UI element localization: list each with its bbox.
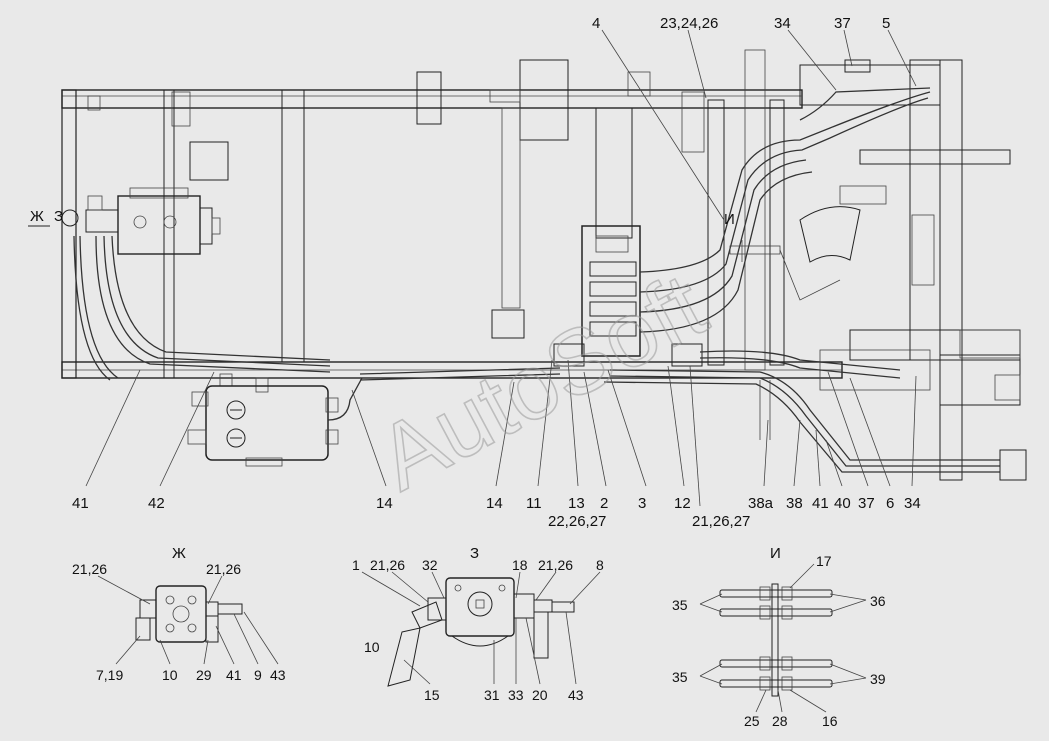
detail-zh-callout-43: 43 xyxy=(270,667,286,683)
callout-37-bottom: 37 xyxy=(858,495,875,512)
detail-zh-title: Ж xyxy=(172,545,186,562)
callout-42: 42 xyxy=(148,495,165,512)
callout-21-26-27: 21,26,27 xyxy=(692,513,750,530)
watermark: AutoSoft xyxy=(362,254,721,510)
frame xyxy=(61,49,1021,481)
detail-z-callout-32: 32 xyxy=(422,557,438,573)
detail-z-callout-15: 15 xyxy=(424,687,440,703)
callout-41-right: 41 xyxy=(812,495,829,512)
detail-i-title: И xyxy=(770,545,781,562)
callout-14-b: 14 xyxy=(486,495,503,512)
callout-41-left: 41 xyxy=(72,495,89,512)
detail-zh-callout-29: 29 xyxy=(196,667,212,683)
section-mark-i: И xyxy=(724,211,735,228)
detail-i-callout-35-top: 35 xyxy=(672,597,688,613)
callout-14-a: 14 xyxy=(376,495,393,512)
callout-5: 5 xyxy=(882,15,890,32)
main-view: 4 23,24,26 34 37 5 Ж З И 41 42 14 14 11 … xyxy=(28,15,1027,530)
distributor-block xyxy=(553,225,703,367)
detail-zh-callout-41: 41 xyxy=(226,667,242,683)
callout-3: 3 xyxy=(638,495,646,512)
callout-2: 2 xyxy=(600,495,608,512)
callout-34-top: 34 xyxy=(774,15,791,32)
detail-z-callout-21-26-right: 21,26 xyxy=(538,557,573,573)
detail-z-callout-33: 33 xyxy=(508,687,524,703)
detail-z-callout-31: 31 xyxy=(484,687,500,703)
callout-11: 11 xyxy=(526,495,542,512)
detail-i-callout-16: 16 xyxy=(822,713,838,729)
detail-z-callout-20: 20 xyxy=(532,687,548,703)
detail-zh-callout-21-26-right: 21,26 xyxy=(206,561,241,577)
detail-z-callout-43: 43 xyxy=(568,687,584,703)
detail-i-callout-36: 36 xyxy=(870,593,886,609)
detail-i-callout-25: 25 xyxy=(744,713,760,729)
detail-i-callout-39: 39 xyxy=(870,671,886,687)
detail-i-callout-17: 17 xyxy=(816,553,832,569)
detail-z: З 1 21,26 32 18 21,26 8 10 15 31 33 xyxy=(352,545,604,703)
detail-i-callout-35-bottom: 35 xyxy=(672,669,688,685)
detail-zh-callout-10: 10 xyxy=(162,667,178,683)
callout-38: 38 xyxy=(786,495,803,512)
oil-tank xyxy=(187,377,363,467)
detail-zh-callout-9: 9 xyxy=(254,667,262,683)
detail-z-callout-8: 8 xyxy=(596,557,604,573)
detail-zh-callout-7-19: 7,19 xyxy=(96,667,123,683)
pump-assembly xyxy=(61,187,221,255)
detail-i: И 17 35 36 35 39 xyxy=(672,545,886,729)
callout-37-top: 37 xyxy=(834,15,851,32)
callout-38a: 38а xyxy=(748,495,774,512)
callout-23-24-26: 23,24,26 xyxy=(660,15,718,32)
detail-z-callout-10: 10 xyxy=(364,639,380,655)
detail-i-hoses xyxy=(719,586,833,691)
callout-40: 40 xyxy=(834,495,851,512)
detail-z-callout-1: 1 xyxy=(352,557,360,573)
detail-z-callout-21-26-left: 21,26 xyxy=(370,557,405,573)
callout-labels: 4 23,24,26 34 37 5 Ж З И 41 42 14 14 11 … xyxy=(28,15,921,530)
section-mark-zh: Ж xyxy=(30,208,44,225)
bracket-quadrant xyxy=(729,185,887,301)
leader-lines xyxy=(85,29,917,507)
callout-6: 6 xyxy=(886,495,894,512)
callout-12: 12 xyxy=(674,495,691,512)
callout-13: 13 xyxy=(568,495,585,512)
detail-z-title: З xyxy=(470,545,479,562)
detail-zh-callout-21-26-left: 21,26 xyxy=(72,561,107,577)
callout-4: 4 xyxy=(592,15,600,32)
section-mark-z: З xyxy=(54,208,63,225)
detail-i-callout-28: 28 xyxy=(772,713,788,729)
callout-22-26-27: 22,26,27 xyxy=(548,513,606,530)
callout-34-bottom: 34 xyxy=(904,495,921,512)
detail-zh: Ж 21,26 21,26 7,19 10 29 41 9 43 xyxy=(72,545,286,683)
detail-z-callout-18: 18 xyxy=(512,557,528,573)
